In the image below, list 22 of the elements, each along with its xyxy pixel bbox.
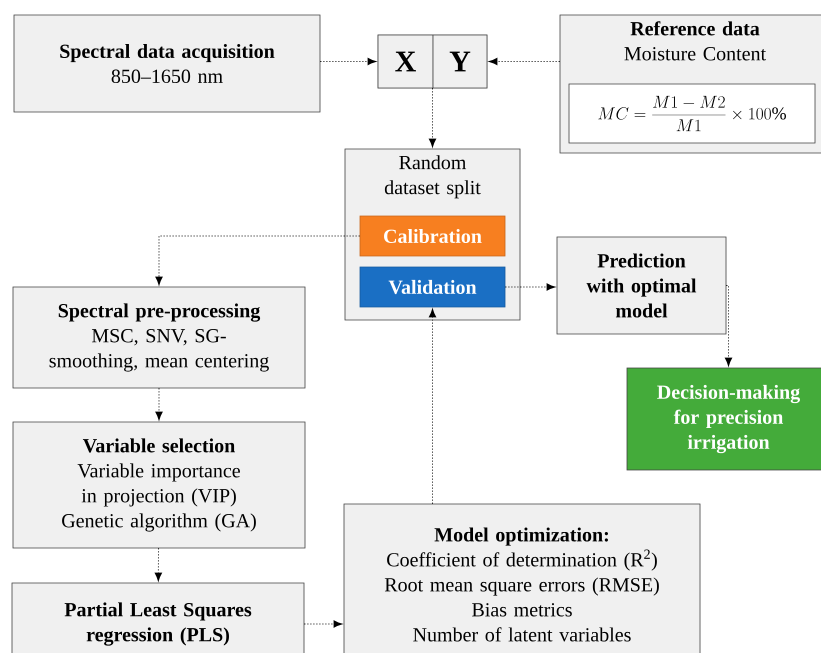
arrow: [304, 620, 342, 628]
calibration-box: Calibration: [360, 216, 506, 256]
arrow: [504, 283, 556, 291]
arrow: [154, 548, 162, 582]
process-box: Spectral data acquisition 850–1650 nm: [14, 14, 320, 112]
arrow: [488, 58, 560, 66]
arrow: [428, 88, 436, 148]
process-box: Spectral pre-processing MSC, SNV, SG-smoothing, mean centering: [12, 286, 306, 388]
process-box: Prediction with optimal model: [556, 236, 726, 334]
process-box: Model optimization: Coefficient of determination (R$^{2}$) Root mean square errors (RMSE) Bias metrics Number of latent variables: [344, 504, 700, 653]
arrow: [155, 388, 163, 420]
validation-box: Validation: [360, 266, 506, 308]
formula-box: $MC = \frac{M1 - M2}{M1} \times 100\%$: [568, 84, 816, 144]
matrix-cell: Y: [432, 34, 488, 88]
process-box: Variable selection Variable importance in projection (VIP) Genetic algorithm (GA): [12, 422, 306, 548]
process-box: Partial Least Squares regression (PLS): [12, 582, 304, 653]
decision-box: Decision-making for precision irrigation: [626, 368, 821, 470]
arrow: [320, 58, 376, 66]
matrix-cell: X: [378, 34, 434, 88]
arrow: [724, 285, 732, 366]
arrow: [428, 308, 436, 504]
arrow: [155, 236, 360, 286]
